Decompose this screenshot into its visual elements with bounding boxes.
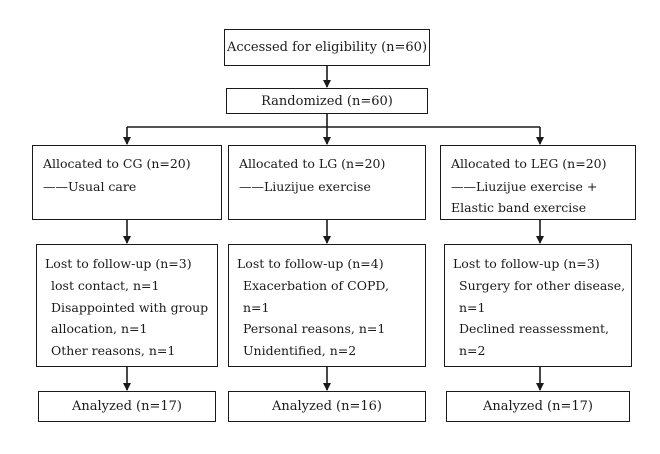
leg-allocation-box: Allocated to LEG (n=20) ——Liuzijue exerc…: [440, 145, 636, 220]
randomized-box: Randomized (n=60): [226, 88, 428, 114]
cg-lost-box: Lost to follow-up (n=3) lost contact, n=…: [36, 244, 218, 367]
lg-lost-item: Exacerbation of COPD,: [243, 278, 389, 293]
leg-lost-item: Surgery for other disease,: [459, 278, 626, 293]
lg-lost-item: Personal reasons, n=1: [243, 321, 386, 336]
cg-lost-item: Other reasons, n=1: [51, 343, 176, 358]
cg-allocated-label: Allocated to CG (n=20): [43, 156, 191, 171]
cg-analyzed-box: Analyzed (n=17): [38, 391, 216, 422]
cg-lost-item: lost contact, n=1: [51, 278, 160, 293]
cg-lost-title: Lost to follow-up (n=3): [45, 256, 192, 271]
lg-analyzed-label: Analyzed (n=16): [272, 399, 382, 414]
lg-lost-title: Lost to follow-up (n=4): [237, 256, 384, 271]
eligibility-label: Accessed for eligibility (n=60): [226, 40, 428, 55]
lg-lost-item: n=1: [243, 300, 270, 315]
leg-analyzed-box: Analyzed (n=17): [446, 391, 630, 422]
leg-intervention-line-2: Elastic band exercise: [451, 200, 587, 215]
lg-lost-box: Lost to follow-up (n=4) Exacerbation of …: [228, 244, 426, 367]
lg-allocated-label: Allocated to LG (n=20): [239, 156, 386, 171]
randomized-label: Randomized (n=60): [261, 93, 393, 109]
cg-lost-item: Disappointed with group: [51, 300, 209, 315]
lg-lost-item: Unidentified, n=2: [243, 343, 357, 358]
leg-intervention-line: ——Liuzijue exercise +: [451, 176, 621, 197]
leg-lost-item: n=2: [459, 343, 486, 358]
leg-allocated-label: Allocated to LEG (n=20): [451, 156, 607, 171]
lg-intervention-line: ——Liuzijue exercise: [239, 179, 371, 194]
leg-intervention-text: ——Liuzijue exercise +: [451, 179, 598, 194]
leg-lost-title: Lost to follow-up (n=3): [453, 256, 600, 271]
cg-lost-item: allocation, n=1: [51, 321, 148, 336]
leg-lost-box: Lost to follow-up (n=3) Surgery for othe…: [444, 244, 632, 367]
lg-analyzed-box: Analyzed (n=16): [228, 391, 426, 422]
leg-lost-item: n=1: [459, 300, 486, 315]
cg-analyzed-label: Analyzed (n=17): [72, 399, 182, 414]
cg-intervention-line: ——Usual care: [43, 179, 137, 194]
cg-allocation-box: Allocated to CG (n=20) ——Usual care: [32, 145, 222, 220]
eligibility-box: Accessed for eligibility (n=60): [224, 29, 430, 66]
leg-lost-item: Declined reassessment,: [459, 321, 610, 336]
leg-analyzed-label: Analyzed (n=17): [483, 399, 593, 414]
lg-allocation-box: Allocated to LG (n=20) ——Liuzijue exerci…: [228, 145, 426, 220]
